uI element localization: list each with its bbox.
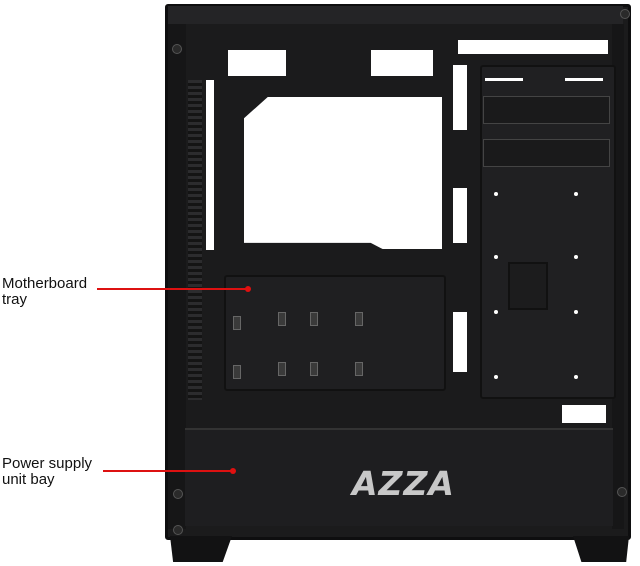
case-foot-left: [170, 536, 232, 562]
callout-label-line1: Power supply: [2, 455, 93, 472]
top-cutout-left: [228, 50, 286, 76]
callout-psu-bay-label: Power supply unit bay: [2, 456, 92, 488]
standoff: [278, 312, 286, 326]
screw: [620, 9, 630, 19]
standoff: [310, 362, 318, 376]
case-foot-right: [573, 536, 629, 562]
ssd-sled-2: [483, 139, 610, 167]
top-cutout-right: [458, 40, 608, 54]
mount-hole: [494, 375, 498, 379]
mount-hole: [574, 192, 578, 196]
mount-hole: [574, 375, 578, 379]
callout-motherboard-tray-dot: [245, 286, 251, 292]
callout-label-line2: tray: [2, 291, 28, 308]
standoff: [278, 362, 286, 376]
callout-label-line1: Motherboard: [2, 275, 88, 292]
callout-label-line2: unit bay: [2, 471, 55, 488]
standoff: [310, 312, 318, 326]
screw: [173, 525, 183, 535]
motherboard-tray: [224, 275, 446, 391]
screw: [173, 489, 183, 499]
mount-hole: [494, 255, 498, 259]
callout-motherboard-tray-line: [97, 288, 247, 290]
cpu-cutout: [244, 97, 442, 249]
mount-hole: [494, 310, 498, 314]
grommet-bottom: [453, 312, 467, 372]
standoff: [355, 362, 363, 376]
screw: [617, 487, 627, 497]
screw: [172, 44, 182, 54]
vrm-access-cutout: [508, 262, 548, 310]
standoff: [233, 365, 241, 379]
psu-shroud: [185, 428, 613, 526]
ssd-sled-1: [483, 96, 610, 124]
grommet-mid: [453, 188, 467, 243]
mount-hole: [574, 310, 578, 314]
azza-logo: AZZA: [352, 464, 455, 503]
callout-motherboard-tray-label: Motherboard tray: [2, 276, 87, 308]
front-pillar: [168, 24, 186, 529]
standoff: [355, 312, 363, 326]
rear-psu-cutout: [562, 405, 606, 423]
left-opening: [206, 80, 214, 250]
callout-psu-bay-line: [103, 470, 233, 472]
callout-psu-bay-dot: [230, 468, 236, 474]
top-rail: [168, 6, 623, 24]
mount-hole: [574, 255, 578, 259]
grommet-top: [453, 65, 467, 130]
standoff: [233, 316, 241, 330]
drive-tab: [565, 78, 603, 81]
front-vent-strip: [188, 80, 202, 400]
mount-hole: [494, 192, 498, 196]
drive-tab: [485, 78, 523, 81]
top-cutout-mid: [371, 50, 433, 76]
